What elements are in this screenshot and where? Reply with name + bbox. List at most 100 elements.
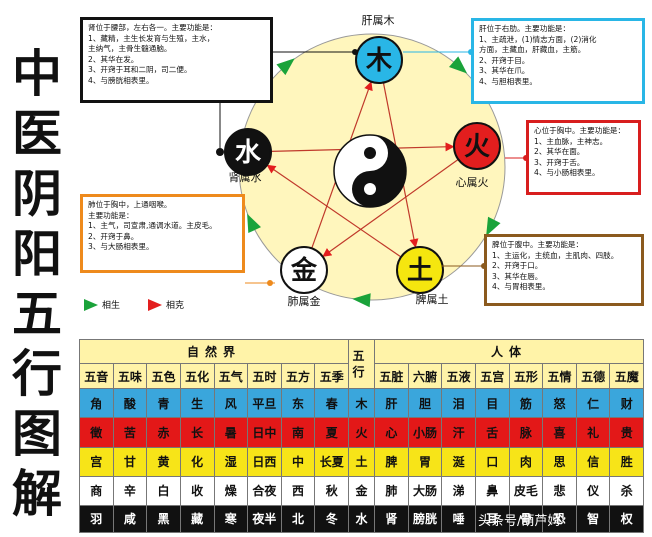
info-line: 3、开窍于舌。 xyxy=(534,157,585,167)
table-row: 宫甘黄化湿日西中长夏土脾胃涎口肉思信胜 xyxy=(79,446,645,477)
table-cell: 肾 xyxy=(374,504,409,534)
table-cell: 寒 xyxy=(213,504,249,534)
table-cell: 咸 xyxy=(112,504,148,534)
info-line: 2、开窍于目。 xyxy=(479,55,530,65)
table-cell: 白 xyxy=(146,475,181,506)
title-char: 阳 xyxy=(12,225,62,283)
table-cell: 杀 xyxy=(609,475,645,506)
table-cell: 暑 xyxy=(213,417,249,448)
green-arrow-icon xyxy=(84,298,98,311)
column-header: 五时 xyxy=(247,363,282,390)
table-cell: 耳 xyxy=(474,504,510,534)
metal-organ-label: 肺属金 xyxy=(288,294,321,308)
table-cell: 礼 xyxy=(575,417,611,448)
info-line: 脾位于腹中。主要功能是： xyxy=(492,240,584,249)
legend-generating-label: 相生 xyxy=(102,301,121,311)
nature-header: 自然界 xyxy=(78,338,350,365)
table-cell: 黑 xyxy=(146,504,181,534)
table-cell: 风 xyxy=(213,388,249,419)
table-cell: 苦 xyxy=(112,417,148,448)
table-cell: 长 xyxy=(179,417,215,448)
element-cell: 土 xyxy=(348,446,376,477)
fire-organ-label: 心属火 xyxy=(456,176,489,189)
title-char: 五 xyxy=(12,285,62,343)
table-cell: 羽 xyxy=(79,504,114,534)
legend-generating: 相生 xyxy=(84,298,120,311)
five-elements-table: 自然界五行人体五音五味五色五化五气五时五方五季五脏六腑五液五宫五形五情五德五魔角… xyxy=(78,338,645,534)
info-line: 方面，主藏血，肝藏血，主筋。 xyxy=(479,45,586,55)
info-line: 3、与大肠相表里。 xyxy=(88,242,154,252)
table-cell: 夏 xyxy=(314,417,350,448)
wood-char: 木 xyxy=(365,46,392,76)
info-line: 主纳气，主骨生髓通脑。 xyxy=(88,44,172,54)
table-cell: 胜 xyxy=(609,446,645,477)
info-line: 4、与胆相表里。 xyxy=(479,76,537,86)
table-cell: 青 xyxy=(146,388,181,419)
table-cell: 长夏 xyxy=(314,446,350,477)
generating-arrow xyxy=(486,216,501,236)
column-header: 五方 xyxy=(280,363,316,390)
table-cell: 涎 xyxy=(441,446,476,477)
title-char: 阴 xyxy=(12,165,62,223)
fire-circle xyxy=(453,122,501,170)
info-line: 肝位于右肋。主要功能是： xyxy=(479,24,571,33)
column-header: 五气 xyxy=(213,363,249,390)
table-cell: 宫 xyxy=(79,446,114,477)
table-header-row: 自然界五行人体 xyxy=(78,338,645,390)
relationship-arrows xyxy=(247,56,501,308)
info-line: 2、其华在发。 xyxy=(88,54,139,64)
column-header: 五德 xyxy=(575,363,611,390)
table-cell: 北 xyxy=(280,504,316,534)
table-cell: 日西 xyxy=(247,446,282,477)
table-cell: 黄 xyxy=(146,446,181,477)
table-cell: 心 xyxy=(374,417,409,448)
element-cell: 水 xyxy=(348,504,376,534)
info-line: 1、主运化，主统血，主肌肉、四肢。 xyxy=(492,250,619,260)
wood-organ-label: 肝属木 xyxy=(362,14,395,27)
table-row: 徵苦赤长暑日中南夏火心小肠汗舌脉喜礼贵 xyxy=(79,417,645,448)
info-line: 2、其华在面。 xyxy=(534,147,585,157)
table-cell: 怒 xyxy=(542,388,577,419)
earth-organ-label: 脾属土 xyxy=(416,292,449,306)
column-header: 五形 xyxy=(508,363,544,390)
generating-arrow xyxy=(247,213,262,234)
info-line: 3、其华在爪。 xyxy=(479,66,530,76)
table-cell: 燥 xyxy=(213,475,249,506)
table-cell: 冬 xyxy=(314,504,350,534)
metal-char: 金 xyxy=(290,255,318,286)
wuxing-header: 五行 xyxy=(348,338,376,390)
yin-yang-symbol xyxy=(333,134,407,208)
table-row: 羽咸黑藏寒夜半北冬水肾膀胱唾耳骨恐智权 xyxy=(79,504,645,534)
table-cell: 春 xyxy=(314,388,350,419)
column-header: 五音 xyxy=(79,363,114,390)
table-cell: 胃 xyxy=(407,446,443,477)
water-organ-label: 肾属水 xyxy=(229,171,262,184)
table-cell: 目 xyxy=(474,388,510,419)
legend-restraining-label: 相克 xyxy=(166,301,185,311)
table-cell: 秋 xyxy=(314,475,350,506)
column-header: 五液 xyxy=(441,363,476,390)
element-cell: 火 xyxy=(348,417,376,448)
table-cell: 涕 xyxy=(441,475,476,506)
body-header: 人体 xyxy=(374,338,645,365)
title-char: 中 xyxy=(12,45,62,103)
spleen-info-box: 脾位于腹中。主要功能是：1、主运化，主统血，主肌肉、四肢。2、开窍于口。3、其华… xyxy=(484,234,644,306)
table-cell: 汗 xyxy=(441,417,476,448)
earth-circle xyxy=(396,246,444,294)
table-cell: 湿 xyxy=(213,446,249,477)
title-char: 图 xyxy=(12,405,62,463)
column-header: 五色 xyxy=(146,363,181,390)
info-line: 1、主疏泄，(1)情志方面，(2)消化 xyxy=(479,34,597,44)
table-cell: 肝 xyxy=(374,388,409,419)
table-cell: 权 xyxy=(609,504,645,534)
column-header: 五宫 xyxy=(474,363,510,390)
table-cell: 西 xyxy=(280,475,316,506)
water-circle xyxy=(224,128,272,176)
title-char: 解 xyxy=(12,465,62,523)
column-header: 五情 xyxy=(542,363,577,390)
table-cell: 化 xyxy=(179,446,215,477)
